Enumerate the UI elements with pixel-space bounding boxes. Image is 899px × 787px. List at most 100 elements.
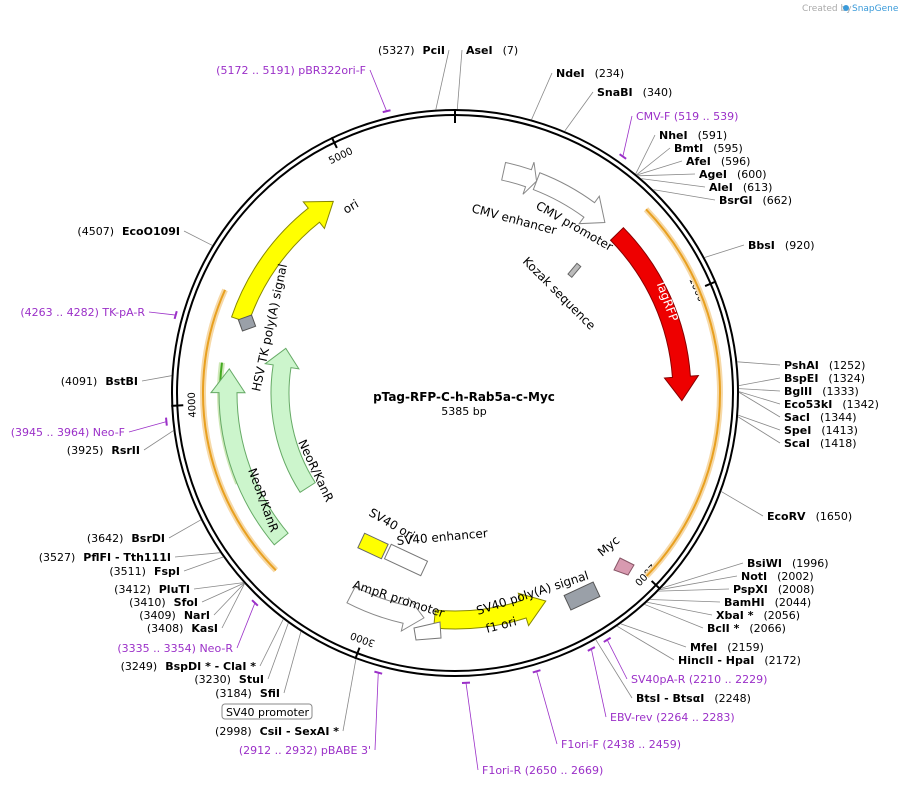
site-connector [636, 160, 683, 176]
tick-mark [354, 647, 361, 660]
tick-label: 4000 [187, 392, 199, 418]
primer-connector [606, 639, 628, 680]
site-connector [646, 601, 713, 616]
restriction-site-label: BsiWI(1996) [747, 557, 829, 570]
restriction-site-label: (4507)EcoO109I [77, 225, 180, 238]
restriction-site-label: AleI(613) [709, 181, 772, 194]
site-connector [342, 659, 357, 732]
primer-label: F1ori-R (2650 .. 2669) [482, 764, 603, 777]
feature-neor-kanr-arrow [263, 347, 316, 494]
kozak-box [567, 262, 582, 278]
site-connector [141, 375, 172, 382]
restriction-site-label: (3527)PflFI - Tth111I [39, 551, 171, 564]
restriction-site-label: MfeI(2159) [690, 641, 764, 654]
site-connector [168, 519, 202, 539]
site-connector [435, 49, 450, 110]
primer-label: CMV-F (519 .. 539) [636, 110, 738, 123]
restriction-site-label: AfeI(596) [686, 155, 750, 168]
restriction-site-label: AgeI(600) [699, 168, 767, 181]
feature-f1-ori-arrow [433, 592, 547, 630]
restriction-site-label: BtsI - BtsαI(2248) [636, 692, 751, 705]
site-connector [737, 416, 781, 444]
site-connector [738, 377, 781, 387]
site-connector [564, 91, 594, 132]
primer-label: (4263 .. 4282) TK-pA-R [20, 306, 145, 319]
sv40-enhancer-box [383, 543, 429, 577]
restriction-site-label: SacI(1344) [784, 411, 857, 424]
tick-label: 3000 [349, 629, 377, 648]
site-connector [641, 178, 706, 188]
sv40-polya-box [563, 581, 601, 611]
primer-label: F1ori-F (2438 .. 2459) [561, 738, 681, 751]
restriction-site-label: (3642)BsrDI [87, 532, 165, 545]
primer-marks [128, 69, 633, 771]
site-connector [635, 134, 656, 175]
snapgene-logo-icon [843, 5, 849, 11]
site-connector [661, 562, 744, 589]
primer-connector [236, 602, 256, 649]
primer-label: (2912 .. 2932) pBABE 3' [239, 744, 371, 757]
primer-label: (5172 .. 5191) pBR322ori-F [216, 64, 366, 77]
restriction-site-label: BamHI(2044) [724, 596, 811, 609]
watermark-snapgene: SnapGene [852, 4, 899, 14]
tick-mark [704, 280, 717, 287]
site-connector [259, 619, 284, 667]
site-connector [221, 583, 245, 629]
site-connector [620, 623, 687, 648]
restriction-site-label: BbsI(920) [748, 239, 815, 252]
primer-label: (3335 .. 3354) Neo-R [117, 642, 233, 655]
tick-label: 5000 [327, 146, 355, 167]
site-connector [456, 49, 463, 110]
restriction-site-label: (3408)KasI [147, 622, 218, 635]
watermark-created-by: Created by [802, 4, 852, 14]
feature-cmv-promoter-arrow [501, 161, 538, 195]
primer-labels: (5172 .. 5191) pBR322ori-F CMV-F (519 .. … [11, 64, 768, 777]
restriction-site-label: (3184)SfiI [215, 687, 280, 700]
tick-mark [171, 404, 184, 407]
primer-label: EBV-rev (2264 .. 2283) [610, 711, 735, 724]
restriction-site-label: SpeI(1413) [784, 424, 858, 437]
site-connector [658, 588, 730, 592]
restriction-site-label: NotI(2002) [741, 570, 814, 583]
site-connector [531, 72, 553, 120]
site-connector [595, 639, 633, 699]
hsv-tk-box [237, 314, 257, 332]
restriction-site-label: BglII(1333) [784, 385, 859, 398]
primer-connector [590, 648, 607, 718]
restriction-site-label: ScaI(1418) [784, 437, 857, 450]
restriction-site-label: SnaBI(340) [597, 86, 672, 99]
tick-mark [650, 580, 661, 590]
site-labels: (5327)PciI AseI(7) NdeI(234) SnaBI(340) NheI… [39, 44, 879, 738]
primer-connector [128, 421, 167, 433]
primer-connector [622, 115, 633, 157]
restriction-site-label: (2998)CsiI - SexAI * [215, 725, 339, 738]
primer-connector [148, 311, 176, 316]
site-connector [738, 391, 781, 405]
restriction-site-label: NheI(591) [659, 129, 727, 142]
restriction-site-label: (5327)PciI [378, 44, 445, 57]
sv40-promoter-label: SV40 promoter [226, 706, 310, 719]
restriction-site-label: BspEI(1324) [784, 372, 865, 385]
restriction-site-label: (3511)FspI [109, 565, 180, 578]
site-connector [704, 244, 745, 258]
orf-arc [202, 289, 277, 571]
site-connector [737, 361, 781, 366]
restriction-site-label: NdeI(234) [556, 67, 624, 80]
restriction-site-label: Eco53kI(1342) [784, 398, 879, 411]
restriction-site-label: BclI *(2066) [707, 622, 786, 635]
restriction-site-label: PspXI(2008) [733, 583, 814, 596]
orf-arc [645, 208, 721, 577]
primer-mark [173, 310, 178, 320]
site-connector [738, 414, 781, 431]
restriction-site-label: BsrGI(662) [719, 194, 792, 207]
site-connector [649, 599, 721, 603]
site-connector [738, 391, 781, 418]
primer-label: SV40pA-R (2210 .. 2229) [631, 673, 767, 686]
site-connector [636, 147, 671, 176]
myc-arrow [613, 557, 635, 576]
site-connector [201, 582, 245, 603]
feature-tagrfp-arrow [609, 226, 700, 402]
restriction-site-label: (3249)BspDI * - ClaI * [121, 660, 257, 673]
restriction-site-label: AseI(7) [466, 44, 518, 57]
